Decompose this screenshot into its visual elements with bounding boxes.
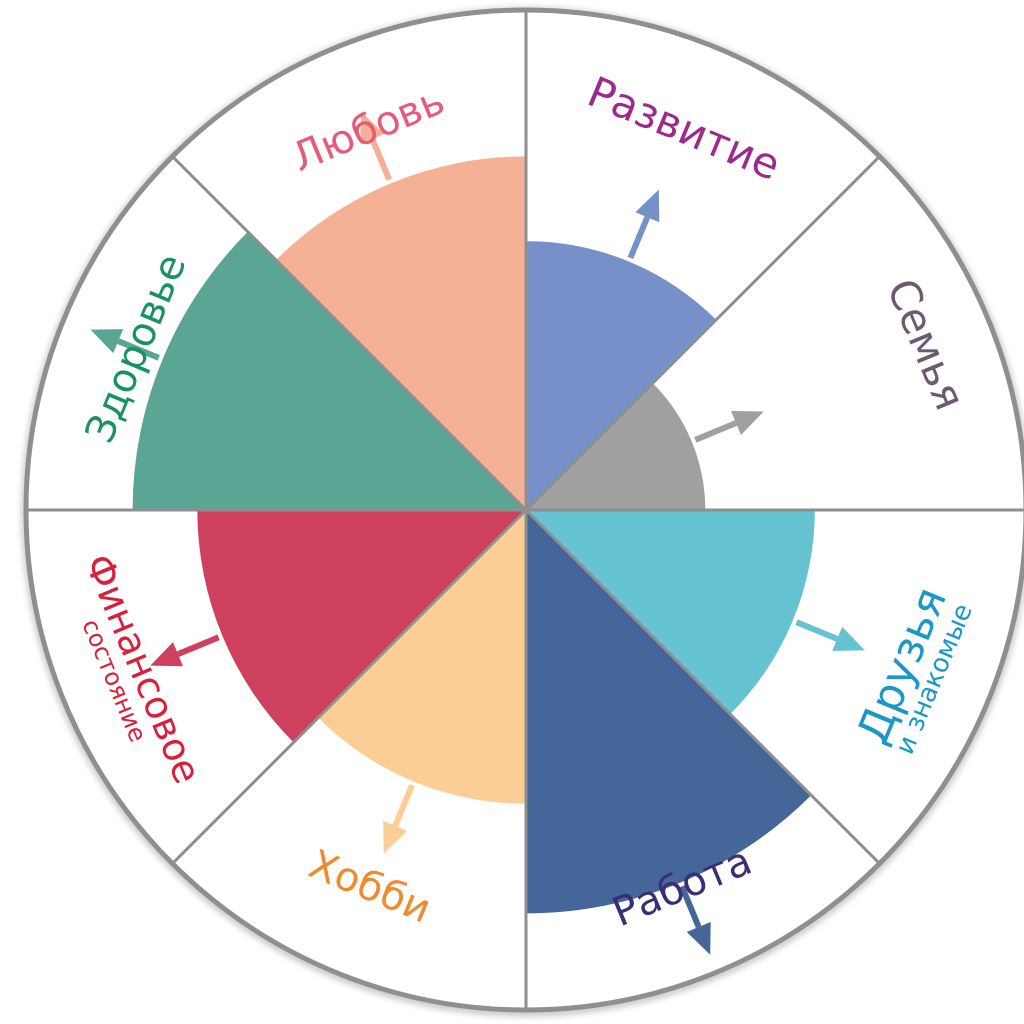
arrow-head-icon [832,626,865,651]
sector-wedge [276,156,526,510]
arrow-head-icon [731,411,764,435]
arrow-shaft [369,137,392,181]
sector-wedge [132,231,526,511]
divider-line [524,508,880,864]
sector-wedge [526,510,815,715]
arrow-head-icon [360,111,385,144]
divider-lines [28,12,1024,1008]
arrow-shaft [176,634,220,657]
sector-wedge [318,510,526,804]
arrow-shaft [627,216,651,260]
arrow-shaft [392,783,415,827]
divider-line [172,156,528,512]
direction-arrows [90,111,865,955]
divider-line [524,156,880,512]
arrow-head-icon [686,922,711,955]
sector-wedge [197,510,527,743]
arrow-head-icon [383,820,408,854]
arrow-head-icon [150,642,183,667]
arrow-shaft [117,338,160,361]
arrow-head-icon [90,329,124,354]
sector-wedges [132,156,815,914]
sector-wedge [526,383,706,510]
arrow-shaft [795,619,839,642]
arrow-shaft [679,885,702,929]
sector-wedge [526,510,812,914]
sector-wedge [526,241,717,511]
divider-line [172,508,528,864]
arrow-shaft [694,420,738,443]
arrow-head-icon [635,189,660,223]
